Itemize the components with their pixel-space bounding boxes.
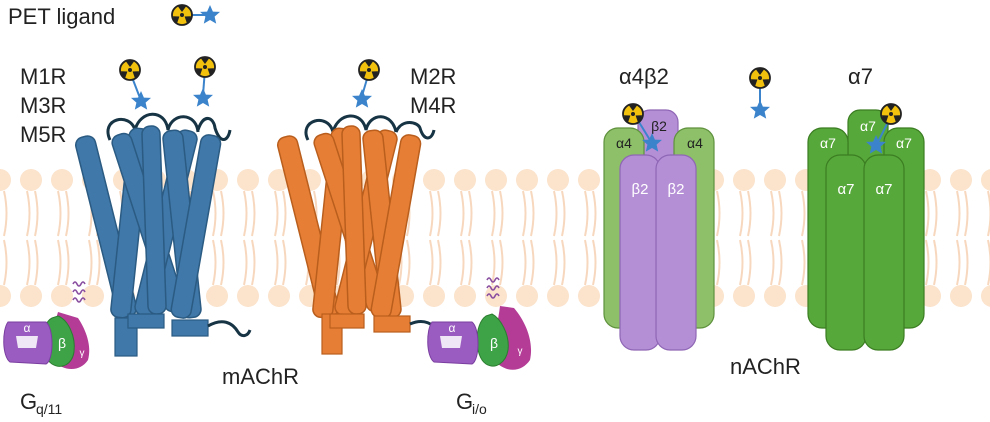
legend-ligand-icon <box>171 4 220 26</box>
a7-subunit-right: α7 <box>896 135 912 151</box>
a4b2-subunit-right: α4 <box>687 135 703 151</box>
gi-alpha-label: α <box>449 321 456 335</box>
radiation-icon <box>880 103 902 125</box>
gi-gamma-label: γ <box>518 346 523 357</box>
star-icon <box>200 5 220 24</box>
receptor-label-m4r: M4R <box>410 93 456 118</box>
gi-label-sub: i/o <box>472 401 487 417</box>
gi-label: G i/o <box>456 389 487 417</box>
a7-subunit-left: α7 <box>820 135 836 151</box>
gq-label-main: G <box>20 389 37 414</box>
gq-label-sub: q/11 <box>36 401 62 417</box>
star-icon <box>352 89 372 108</box>
receptor-label-m3r: M3R <box>20 93 66 118</box>
pet-ligand <box>193 56 216 107</box>
class-label-nachr: nAChR <box>730 354 801 379</box>
star-icon <box>131 91 151 110</box>
nachr-title-a7: α7 <box>848 64 873 89</box>
a4b2-subunit-back: β2 <box>651 118 667 134</box>
star-icon <box>750 100 770 119</box>
a4b2-subunit-left: α4 <box>616 135 632 151</box>
radiation-icon <box>194 56 216 78</box>
a4b2-subunit-front-left: β2 <box>632 181 649 198</box>
a4b2-receptor: α4 β2 α4 β2 β2 <box>603 109 715 351</box>
radiation-icon <box>119 59 141 81</box>
g-protein-gi: α β γ <box>427 277 532 370</box>
pet-ligand-bound <box>866 103 902 154</box>
gq-gamma-label: γ <box>80 348 85 359</box>
a7-subunit-front-left: α7 <box>837 181 854 198</box>
radiation-icon <box>749 67 771 89</box>
gi-label-main: G <box>456 389 473 414</box>
gq-label: G q/11 <box>20 389 62 417</box>
pet-ligand <box>119 59 151 110</box>
gi-beta-label: β <box>490 335 498 351</box>
a7-receptor: α7 α7 α7 α7 α7 <box>807 109 925 351</box>
star-icon <box>193 88 213 107</box>
a7-subunit-back: α7 <box>860 118 876 134</box>
m1-m3-m5-receptor <box>74 112 252 357</box>
radiation-icon <box>171 4 193 26</box>
receptor-label-m1r: M1R <box>20 64 66 89</box>
class-label-machr: mAChR <box>222 364 299 389</box>
radiation-icon <box>622 103 644 125</box>
receptor-label-m2r: M2R <box>410 64 456 89</box>
nachr-title-a4b2: α4β2 <box>619 64 669 89</box>
receptor-label-m5r: M5R <box>20 122 66 147</box>
gq-beta-label: β <box>58 335 66 351</box>
gq-alpha-label: α <box>24 321 31 335</box>
radiation-icon <box>358 59 380 81</box>
pet-ligand <box>749 67 771 119</box>
pet-ligand <box>352 59 380 108</box>
m2-m4-receptor <box>276 114 452 355</box>
legend-label: PET ligand <box>8 4 115 29</box>
a4b2-subunit-front-right: β2 <box>668 181 685 198</box>
pet-ligand-bound <box>622 103 662 152</box>
a7-subunit-front-right: α7 <box>875 181 892 198</box>
g-protein-gq: α β γ <box>3 281 90 369</box>
